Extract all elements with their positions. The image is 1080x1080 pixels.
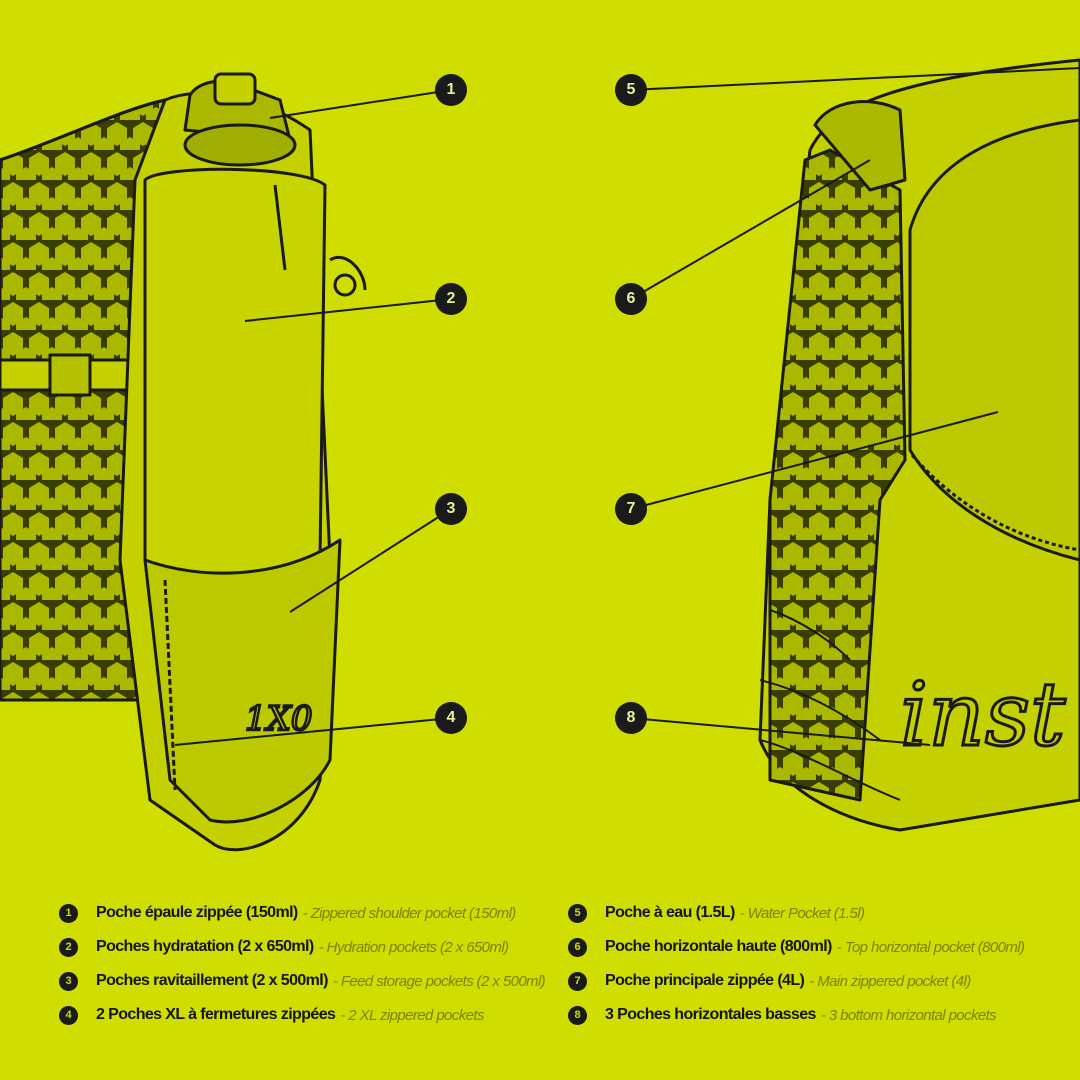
legend-label-fr: Poches hydratation (2 x 650ml) [96, 938, 314, 955]
legend-label-en: - Hydration pockets (2 x 650ml) [318, 938, 509, 956]
legend-number: 3 [59, 971, 78, 991]
legend-label-en: - Water Pocket (1.5l) [739, 904, 865, 922]
legend-label-fr: Poches ravitaillement (2 x 500ml) [96, 972, 328, 989]
legend-label-en: - Feed storage pockets (2 x 500ml) [332, 972, 546, 990]
legend-number: 8 [568, 1005, 587, 1025]
legend-label-fr: Poche horizontale haute (800ml) [605, 938, 832, 955]
legend-label-en: - 3 bottom horizontal pockets [820, 1006, 997, 1024]
legend-number: 5 [568, 903, 587, 923]
callout-4: 4 [435, 702, 467, 734]
callout-1: 1 [435, 74, 467, 106]
legend-label-fr: Poche épaule zippée (150ml) [96, 904, 298, 921]
leader-lines [174, 67, 1080, 746]
legend-label-fr: Poche à eau (1.5L) [605, 904, 735, 921]
callout-5: 5 [615, 74, 647, 106]
callout-6: 6 [615, 283, 647, 315]
legend-number: 7 [568, 971, 587, 991]
legend-label-en: - Zippered shoulder pocket (150ml) [302, 904, 517, 922]
vest-illustration: 1X0 inst [0, 58, 1080, 852]
legend-label-fr: 2 Poches XL à fermetures zippées [96, 1006, 336, 1023]
back-logo: inst [900, 663, 1066, 766]
legend-number: 6 [568, 937, 587, 957]
callout-7: 7 [615, 493, 647, 525]
legend-label-en: - Main zippered pocket (4l) [809, 972, 971, 990]
callout-2: 2 [435, 283, 467, 315]
legend-item: 5 Poche à eau (1.5L)- Water Pocket (1.5l) [568, 896, 1024, 930]
legend-number: 2 [59, 937, 78, 957]
front-view [0, 72, 367, 852]
legend-right: 5 Poche à eau (1.5L)- Water Pocket (1.5l)… [568, 896, 1025, 1032]
legend-label-fr: 3 Poches horizontales basses [605, 1006, 816, 1023]
legend-item: 1 Poche épaule zippée (150ml)- Zippered s… [59, 896, 545, 930]
legend-item: 6 Poche horizontale haute (800ml)- Top ho… [568, 930, 1025, 964]
legend-number: 1 [59, 903, 78, 923]
legend-item: 7 Poche principale zippée (4L)- Main zipp… [568, 964, 1024, 998]
callout-8: 8 [615, 702, 647, 734]
legend-left: 1 Poche épaule zippée (150ml)- Zippered s… [59, 896, 546, 1032]
legend-item: 8 3 Poches horizontales basses- 3 bottom … [568, 998, 1024, 1032]
callout-3: 3 [435, 493, 467, 525]
legend-label-fr: Poche principale zippée (4L) [605, 972, 805, 989]
legend-label-en: - Top horizontal pocket (800ml) [836, 938, 1025, 956]
legend-label-en: - 2 XL zippered pockets [340, 1006, 484, 1024]
legend-number: 4 [59, 1005, 78, 1025]
legend-item: 3 Poches ravitaillement (2 x 500ml)- Feed… [59, 964, 546, 998]
back-view [758, 58, 1080, 832]
legend-item: 2 Poches hydratation (2 x 650ml)- Hydrati… [59, 930, 545, 964]
legend-item: 4 2 Poches XL à fermetures zippées- 2 XL … [59, 998, 545, 1032]
